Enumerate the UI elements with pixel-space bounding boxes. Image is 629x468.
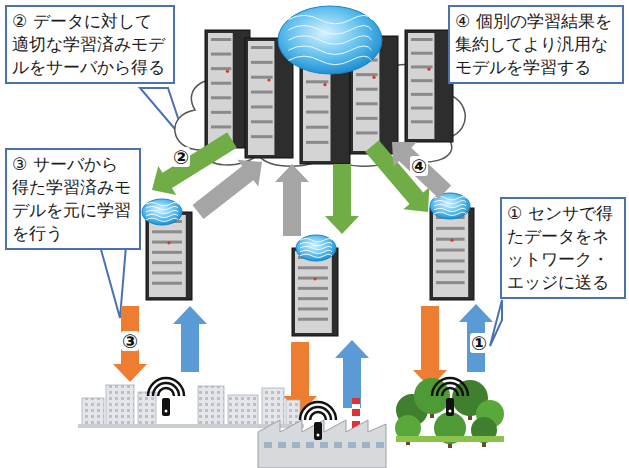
brain-icon [142,199,182,225]
callout-number: ④ [410,156,428,176]
block-arrow [413,306,447,388]
factory-scene [258,398,386,468]
callout-box: ① センサで得たデータをネットワーク・エッジに送る [500,197,626,299]
callout-text: ③ サーバから得た学習済みモデルを元に学習を行う [12,153,134,245]
server [405,30,453,142]
wireless-sensor [432,378,468,416]
callout-box: ② データに対して適切な学習済みモデルをサーバから得る [5,5,175,84]
callout-text: ② データに対して適切な学習済みモデルをサーバから得る [12,10,168,79]
brain-icon [296,235,336,261]
block-arrow [275,164,309,236]
brain-icon [430,193,470,219]
server [205,30,250,148]
wireless-sensor [148,378,184,416]
callout-box: ③ サーバから得た学習済みモデルを元に学習を行う [5,148,141,250]
city-scene [78,385,304,428]
block-arrow [335,340,369,408]
callout-tail [490,300,502,346]
callout-number: ③ [121,331,139,351]
forest-scene [395,378,504,448]
block-arrow [173,306,207,372]
block-arrow [325,164,359,234]
callout-text: ① センサで得たデータをネットワーク・エッジに送る [507,202,619,294]
callout-number: ② [172,147,190,167]
callout-number: ① [470,333,488,353]
server [146,212,192,300]
callout-box: ④ 個別の学習結果を集約してより汎用なモデルを学習する [448,5,624,84]
flow-arrows [113,132,493,414]
block-arrow [113,306,147,382]
wireless-sensor [300,402,336,440]
brain-icon [278,6,382,74]
callout-text: ④ 個別の学習結果を集約してより汎用なモデルを学習する [455,10,617,79]
server [430,208,474,300]
block-arrow [192,160,262,219]
block-arrow [392,142,451,199]
block-arrow [459,304,493,372]
